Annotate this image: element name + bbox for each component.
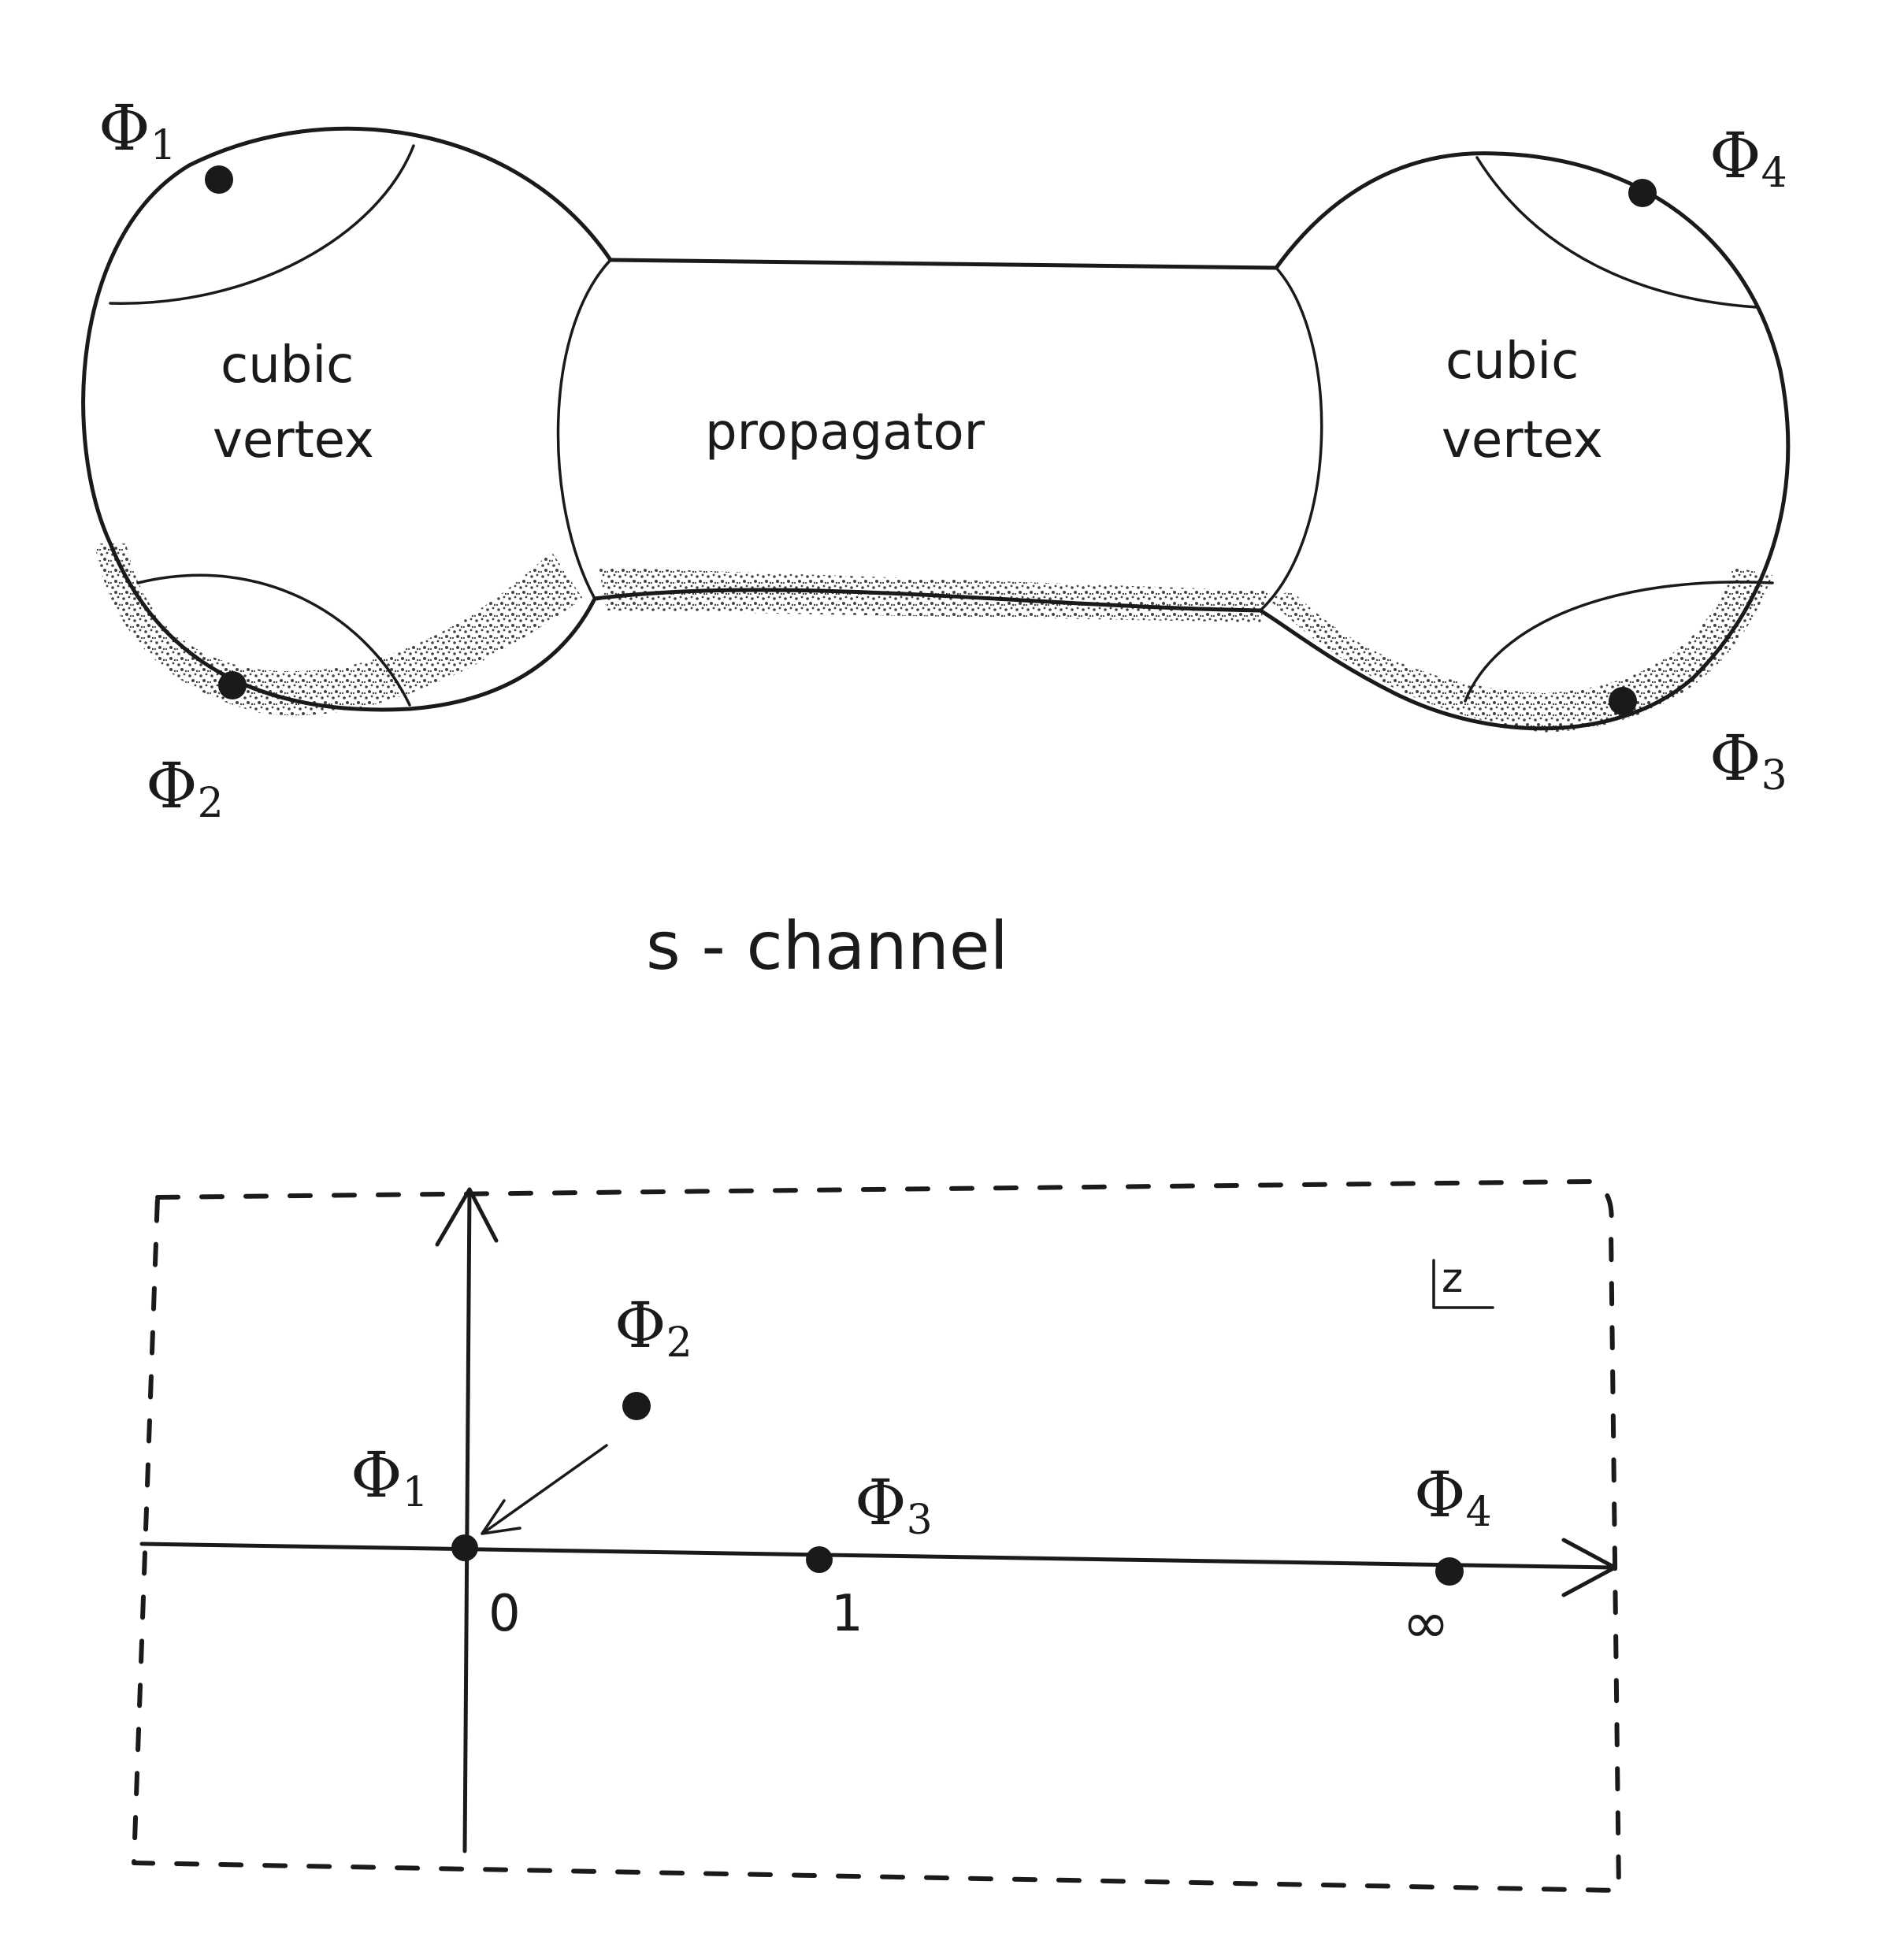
- left-vertex-boundary-arc-bottom: [136, 573, 411, 707]
- phi2-label: Φ2: [146, 749, 224, 827]
- phi4-label: Φ4: [1709, 119, 1787, 197]
- worldsheet-figure: Φ1 Φ2 Φ3 Φ4 cubic vertex propagator cubi…: [81, 91, 1791, 985]
- phi2-insertion-dot: [218, 671, 247, 699]
- phi2-point: [622, 1392, 651, 1420]
- phi1-point: [451, 1534, 478, 1561]
- phi4-point: [1435, 1557, 1464, 1586]
- left-vertex-outline: [81, 126, 613, 712]
- plane-dashed-boundary: [132, 1179, 1621, 1893]
- right-vertex-boundary-arc-bottom: [1464, 581, 1774, 703]
- propagator-left-cap: [556, 258, 612, 600]
- plane-phi3-label: Φ3: [855, 1466, 933, 1544]
- phi3-insertion-dot: [1609, 687, 1637, 715]
- corner-label-z: z: [1442, 1255, 1463, 1302]
- real-axis-arrowhead: [1561, 1538, 1617, 1597]
- corner-label-bracket: [1432, 1259, 1494, 1309]
- imaginary-axis: [462, 1187, 472, 1853]
- right-vertex-label-line1: cubic: [1446, 332, 1579, 391]
- tick-zero: 0: [488, 1585, 521, 1643]
- right-vertex-label-line2: vertex: [1442, 411, 1603, 469]
- plane-phi2-label: Φ2: [614, 1289, 692, 1367]
- phi1-label: Φ1: [98, 91, 176, 169]
- propagator-right-cap: [1259, 266, 1323, 612]
- phi3-point: [806, 1546, 833, 1573]
- tick-infinity: ∞: [1402, 1590, 1449, 1656]
- s-channel-caption: s - channel: [646, 907, 1008, 985]
- propagator-bottom-edge: [592, 588, 1263, 613]
- complex-plane-figure: Φ1 Φ2 Φ3 Φ4 0 1 ∞ z: [132, 1179, 1621, 1893]
- left-vertex-label-line2: vertex: [213, 411, 374, 469]
- propagator-top-edge: [608, 258, 1279, 270]
- left-vertex-label-line1: cubic: [221, 336, 354, 395]
- phi3-label: Φ3: [1709, 722, 1787, 800]
- phi1-insertion-dot: [205, 165, 233, 194]
- tick-one: 1: [831, 1585, 863, 1643]
- phi2-to-origin-arrow: [483, 1444, 608, 1534]
- imaginary-axis-arrowhead: [435, 1187, 499, 1247]
- right-vertex-outline: [1258, 151, 1791, 731]
- left-vertex-boundary-arc-top: [109, 144, 415, 305]
- lower-edge-shading: [95, 544, 1772, 733]
- right-vertex-boundary-arc-top: [1475, 156, 1758, 309]
- real-axis: [139, 1542, 1613, 1570]
- propagator-label: propagator: [705, 403, 985, 462]
- phi4-insertion-dot: [1628, 179, 1657, 207]
- phi2-to-origin-arrowhead: [481, 1499, 521, 1535]
- plane-phi4-label: Φ4: [1414, 1458, 1492, 1536]
- plane-phi1-label: Φ1: [351, 1438, 429, 1516]
